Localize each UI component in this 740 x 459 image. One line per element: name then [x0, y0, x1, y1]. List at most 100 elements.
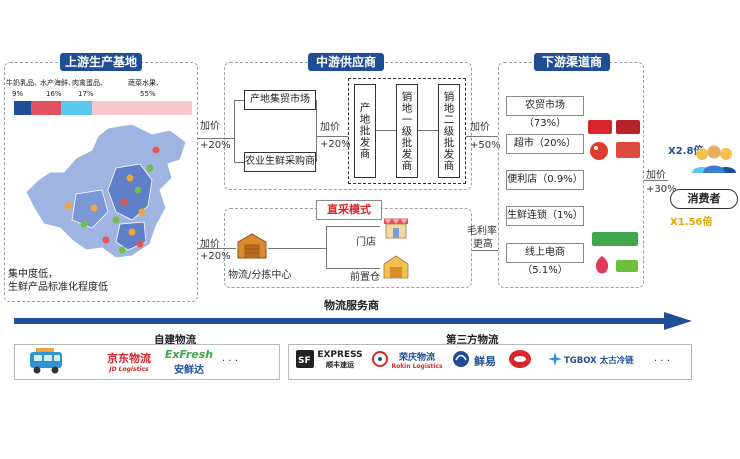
third-logistics-title: 第三方物流 — [446, 334, 499, 346]
warehouse-icon — [237, 233, 267, 259]
consumers-icon — [692, 145, 736, 173]
branch-vertical — [234, 100, 235, 162]
logo-exfresh: ExFresh 安鲜达 — [164, 348, 214, 376]
join-to-wholesale — [316, 136, 348, 137]
channel-ecommerce: 线上电商（5.1%） — [506, 243, 584, 276]
branch-bottom — [234, 162, 244, 163]
direct-title: 直采模式 — [316, 200, 382, 220]
margin-line1: 毛利率 — [467, 226, 497, 237]
downstream-title: 下游渠道商 — [534, 53, 610, 71]
markup-in-label: 加价 — [200, 121, 220, 132]
logistics-title: 物流服务商 — [324, 299, 379, 312]
direct-branch-top — [326, 226, 380, 227]
ecommerce-logos — [592, 232, 640, 280]
logo-exfresh-sub: 安鲜达 — [174, 365, 204, 376]
box-agri-buyer: 农业生鲜采购商 — [244, 152, 316, 172]
connector-mid-down — [466, 136, 498, 137]
tgbox-mark-icon — [548, 352, 562, 366]
bar-milk — [14, 101, 31, 115]
logo-rokin-sub: Rokin Logistics — [391, 363, 443, 370]
category-legend: 牛奶乳品、 9% 水产海鲜、 16% 肉禽蛋品、 17% 蔬菜水果、 55% — [6, 78, 196, 106]
bar-seafood — [31, 101, 61, 115]
arrow-v1-v2 — [376, 130, 396, 131]
down-markup-label: 加价 — [646, 170, 666, 181]
logo-rokin-text: 荣庆物流 — [398, 353, 435, 363]
van-icon — [30, 348, 62, 374]
red-logistics-logo — [509, 350, 531, 368]
logistics-arrow — [14, 312, 692, 330]
logo-sf-text: EXPRESS — [317, 350, 363, 360]
cj-mark-icon — [372, 351, 388, 367]
xianyi-mark-icon — [453, 351, 469, 367]
upstream-note-line2: 生鲜产品标准化程度低 — [8, 282, 108, 293]
logo-sf-sub: 顺丰速运 — [326, 361, 354, 369]
logo-exfresh-text: ExFresh — [164, 348, 214, 361]
direct-branch-vertical — [326, 226, 327, 268]
box-dest-wholesaler-2: 销地二级批发商 — [438, 84, 460, 178]
upstream-note: 集中度低， 生鲜产品标准化程度低 — [8, 268, 108, 294]
box-origin-market: 产地集贸市场 — [244, 90, 316, 110]
logo-rokin: 荣庆物流 Rokin Logistics — [388, 350, 446, 370]
cat-pct-meat: 17% — [78, 90, 94, 98]
front-warehouse-icon — [383, 255, 409, 279]
category-bar — [14, 101, 192, 115]
logo-lobster — [590, 142, 608, 160]
markup-in-pct: +20% — [200, 140, 231, 151]
box-origin-wholesaler: 产地批发商 — [354, 84, 376, 178]
cat-label-milk: 牛奶乳品、 — [6, 79, 41, 87]
upstream-note-line1: 集中度低， — [8, 269, 58, 280]
cat-pct-seafood: 16% — [46, 90, 62, 98]
connector-up-mid — [198, 138, 234, 139]
third-logistics-panel — [288, 344, 692, 380]
store-label: 门店 — [356, 237, 376, 248]
cat-label-veg: 蔬菜水果、 — [128, 79, 163, 87]
logo-jd-logistics: 京东物流 JD Logistics — [96, 350, 162, 373]
channel-convenience: 便利店（0.9%） — [506, 170, 584, 190]
channel-fresh-chain: 生鲜连锁（1%） — [506, 206, 584, 226]
wholesale-group — [348, 78, 466, 184]
upstream-title: 上游生产基地 — [60, 53, 142, 71]
markup-mid-pct: +20% — [320, 139, 351, 150]
svg-text:SF: SF — [298, 356, 311, 366]
box-dest-wholesaler-1: 销地一级批发商 — [396, 84, 418, 178]
cat-pct-veg: 55% — [140, 90, 156, 98]
branch-top — [234, 100, 244, 101]
midstream-title: 中游供应商 — [308, 53, 384, 71]
direct-branch-bottom — [326, 268, 380, 269]
consumer-label: 消费者 — [670, 189, 738, 209]
logo-missfresh — [595, 256, 609, 274]
connector-down-consumer — [644, 180, 668, 181]
cat-label-meat: 肉禽蛋品、 — [72, 79, 107, 87]
center-label: 物流/分拣中心 — [228, 270, 292, 281]
logo-xianyi: 鲜易 — [474, 355, 496, 368]
join-vertical — [316, 100, 317, 162]
bar-meat — [61, 101, 92, 115]
sf-mark-icon: SF — [296, 350, 314, 368]
front-warehouse-label: 前置仓 — [350, 272, 380, 283]
connector-direct-down — [472, 250, 498, 251]
third-ellipsis: · · · — [654, 356, 670, 367]
cat-label-seafood: 水产海鲜、 — [40, 79, 75, 87]
logo-jd-sub: JD Logistics — [109, 366, 149, 373]
markup-mid-label: 加价 — [320, 122, 340, 133]
arrow-v2-v3 — [418, 130, 438, 131]
self-logistics-panel — [14, 344, 280, 380]
direct-main-line — [268, 248, 326, 249]
logo-dingdong — [592, 232, 638, 246]
logo-carrefour — [616, 120, 640, 134]
self-ellipsis: · · · — [222, 356, 238, 367]
direct-markup-label: 加价 — [200, 239, 220, 250]
connector-up-direct — [198, 248, 236, 249]
supermarket-logos — [588, 120, 642, 164]
self-logistics-title: 自建物流 — [154, 334, 196, 346]
logo-tgbox: TGBOX 太古冷链 — [564, 356, 634, 366]
channel-supermarket: 超市（20%） — [506, 134, 584, 154]
channel-farmers-market: 农贸市场（73%） — [506, 96, 584, 129]
mult-high: X2.8倍 — [668, 146, 704, 157]
china-map-shape — [25, 123, 187, 259]
cat-pct-milk: 9% — [12, 90, 24, 98]
china-map — [25, 123, 187, 259]
logo-jd-text: 京东物流 — [107, 352, 151, 365]
markup-out-label: 加价 — [470, 122, 490, 133]
markup-out-pct: +50% — [470, 140, 501, 151]
